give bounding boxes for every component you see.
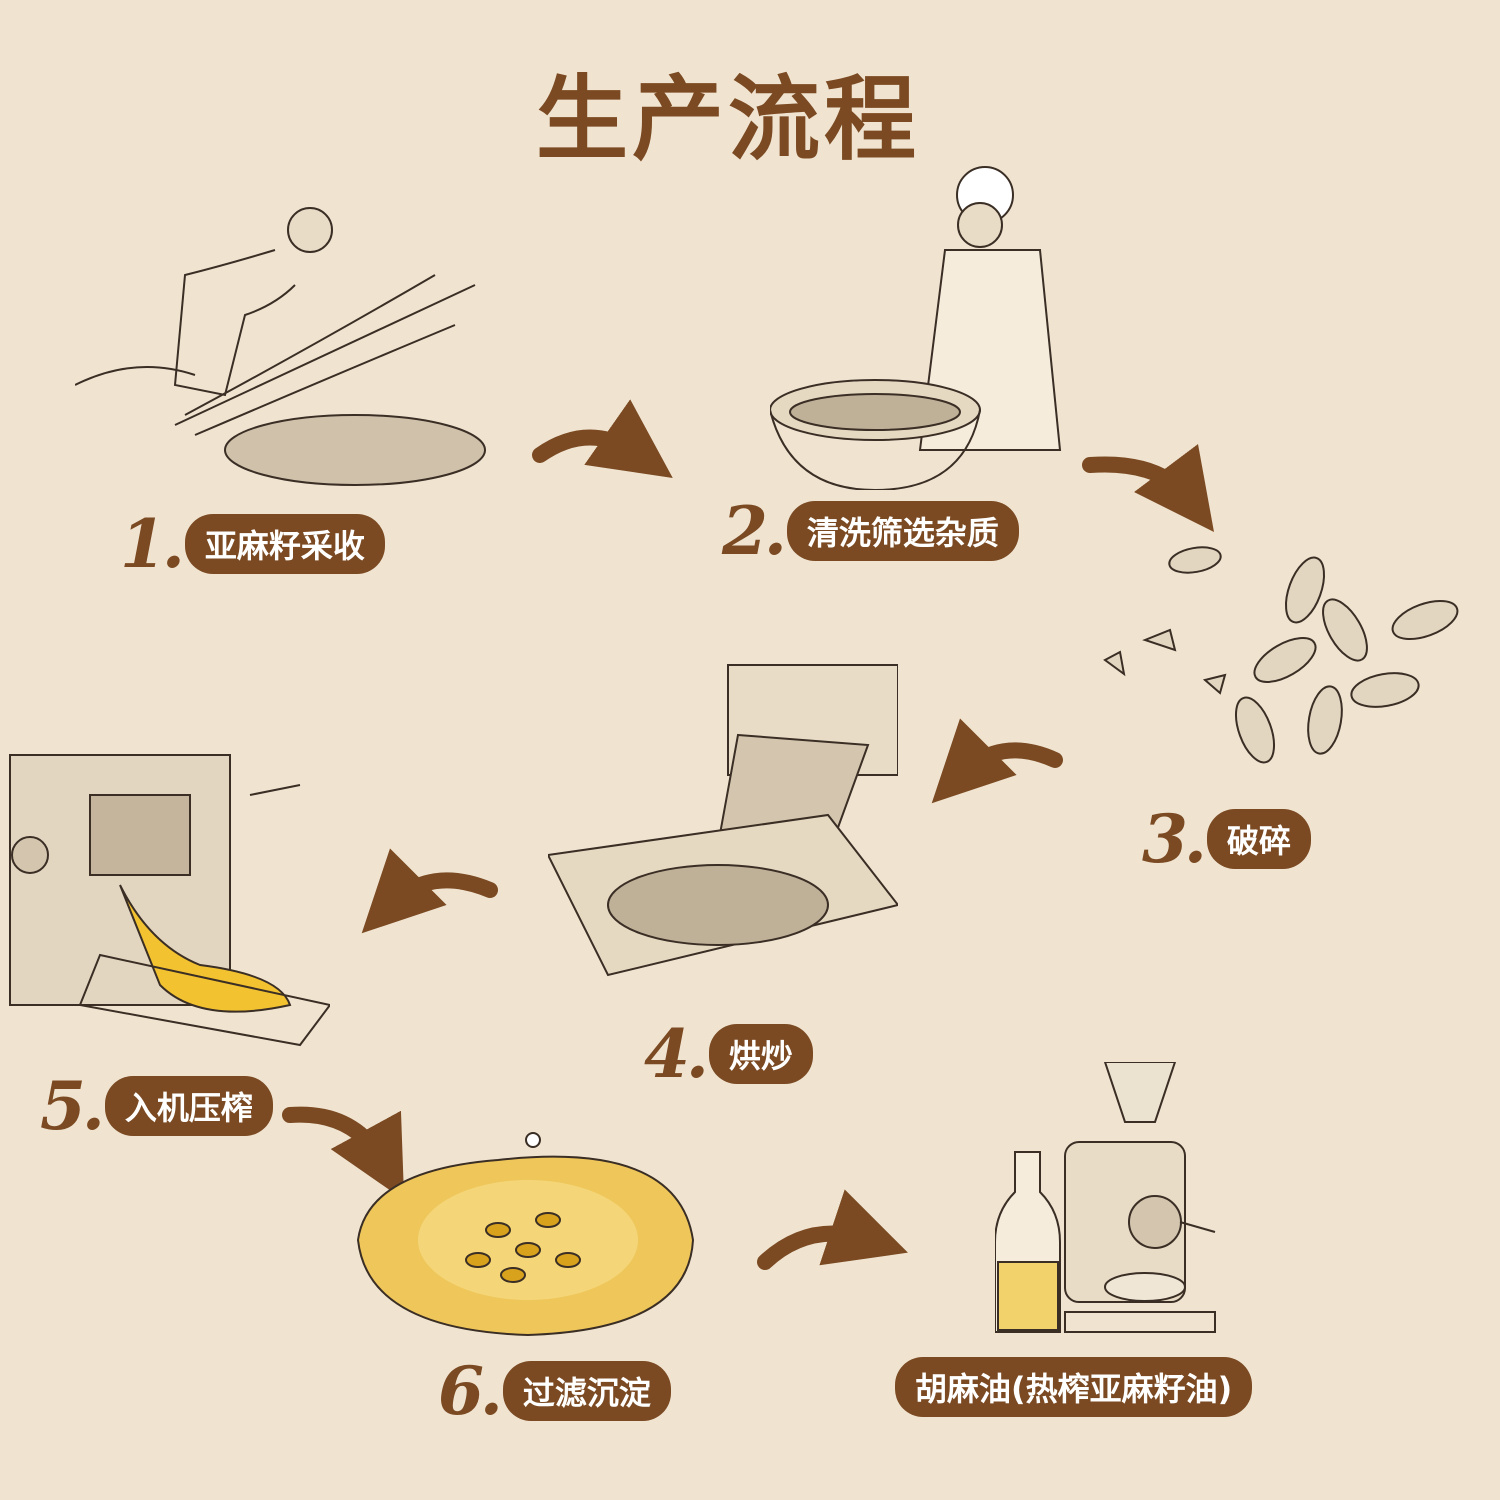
step-5: 5. 入机压榨 bbox=[40, 1067, 273, 1145]
arrow-3-4 bbox=[931, 718, 1063, 804]
final-product-label: 胡麻油(热榨亚麻籽油) bbox=[895, 1357, 1253, 1417]
final-product: 胡麻油(热榨亚麻籽油) bbox=[895, 1357, 1253, 1417]
page-title: 生产流程 bbox=[535, 66, 920, 173]
crushed-seeds-illustration bbox=[1103, 546, 1459, 764]
step-3: 3. 破碎 bbox=[1142, 800, 1311, 878]
arrow-4-5 bbox=[361, 848, 498, 934]
washing-illustration bbox=[770, 166, 1062, 490]
step-label: 烘炒 bbox=[708, 1024, 813, 1084]
arrow-6-final bbox=[757, 1189, 908, 1270]
step-label: 入机压榨 bbox=[104, 1076, 273, 1136]
step-number: 4. bbox=[644, 1015, 709, 1093]
step-number: 1. bbox=[120, 505, 185, 583]
pressing-illustration bbox=[9, 754, 330, 1047]
step-6: 6. 过滤沉淀 bbox=[438, 1352, 671, 1430]
step-label: 破碎 bbox=[1206, 809, 1311, 869]
arrow-5-6 bbox=[282, 1106, 405, 1201]
roasting-illustration bbox=[548, 664, 898, 977]
filtering-illustration bbox=[356, 1132, 695, 1337]
step-4: 4. 烘炒 bbox=[644, 1015, 813, 1093]
step-number: 6. bbox=[438, 1352, 503, 1430]
arrow-2-3 bbox=[1082, 443, 1215, 532]
step-number: 2. bbox=[722, 492, 787, 570]
oil-bottle-illustration bbox=[995, 1062, 1216, 1333]
arrow-1-2 bbox=[532, 399, 673, 478]
step-2: 2. 清洗筛选杂质 bbox=[722, 492, 1019, 570]
step-label: 清洗筛选杂质 bbox=[786, 501, 1019, 561]
harvest-illustration bbox=[75, 207, 486, 486]
step-number: 5. bbox=[40, 1067, 105, 1145]
step-label: 过滤沉淀 bbox=[502, 1361, 671, 1421]
step-1: 1. 亚麻籽采收 bbox=[120, 505, 385, 583]
step-number: 3. bbox=[1142, 800, 1207, 878]
step-label: 亚麻籽采收 bbox=[184, 514, 385, 574]
